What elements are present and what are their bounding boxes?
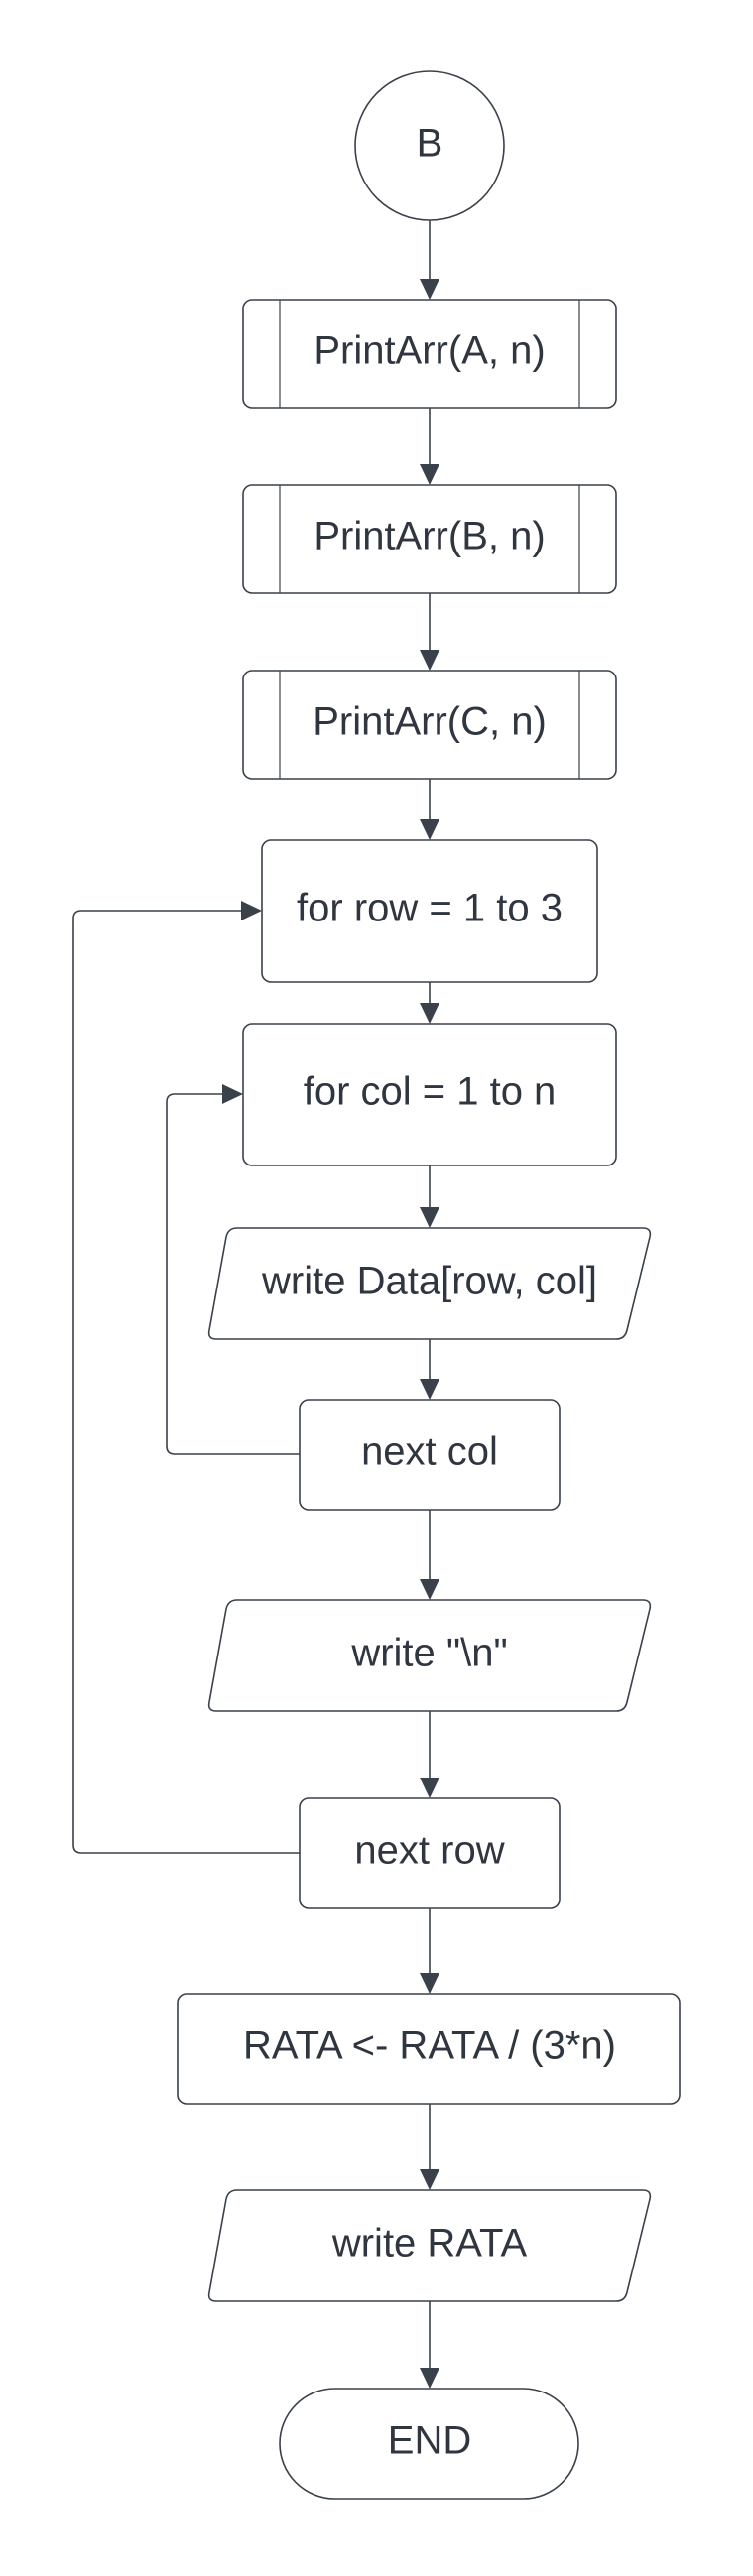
process-print-a-label: PrintArr(A, n) — [314, 329, 545, 373]
start-connector-label: B — [417, 122, 443, 166]
process-print-c: PrintArr(C, n) — [242, 670, 617, 780]
io-write-data-label: write Data[row, col] — [261, 1260, 597, 1303]
io-write-rata-label: write RATA — [331, 2222, 528, 2266]
process-next-col-label: next col — [361, 1430, 498, 1474]
edge-print-b-to-print-c — [420, 593, 439, 671]
io-write-newline-label: write "\n" — [350, 1632, 507, 1675]
edge-write-rata-to-end — [420, 2301, 439, 2389]
process-print-b-label: PrintArr(B, n) — [314, 515, 545, 558]
edge-print-c-to-for-row — [420, 779, 439, 840]
terminator-end: END — [279, 2388, 579, 2500]
edge-start-to-print-a — [420, 220, 439, 300]
edge-next-col-loop-back — [166, 1084, 300, 1455]
edge-write-data-to-next-col — [420, 1339, 439, 1400]
process-next-row-label: next row — [354, 1829, 504, 1873]
edge-next-row-loop-back — [72, 901, 300, 1854]
process-print-b: PrintArr(B, n) — [242, 484, 617, 594]
process-print-a: PrintArr(A, n) — [242, 299, 617, 409]
process-next-col: next col — [299, 1399, 561, 1511]
process-print-c-label: PrintArr(C, n) — [313, 700, 547, 744]
edge-write-newline-to-next-row — [420, 1711, 439, 1798]
edge-print-a-to-print-b — [420, 408, 439, 485]
io-write-newline: write "\n" — [207, 1599, 652, 1712]
loop-for-row-label: for row = 1 to 3 — [297, 887, 563, 930]
loop-for-col-label: for col = 1 to n — [304, 1070, 557, 1114]
edge-rata-to-write-rata — [420, 2104, 439, 2190]
loop-for-row: for row = 1 to 3 — [261, 839, 598, 983]
process-rata-assign: RATA <- RATA / (3*n) — [177, 1993, 681, 2105]
io-write-rata: write RATA — [207, 2189, 652, 2302]
terminator-end-label: END — [388, 2419, 471, 2463]
start-connector: B — [354, 70, 505, 221]
edge-for-row-to-for-col — [420, 982, 439, 1024]
edge-next-col-to-write-newline — [420, 1510, 439, 1600]
process-next-row: next row — [299, 1797, 561, 1909]
edge-next-row-to-rata — [420, 1908, 439, 1994]
loop-for-col: for col = 1 to n — [242, 1023, 617, 1166]
io-write-data: write Data[row, col] — [207, 1227, 652, 1340]
process-rata-assign-label: RATA <- RATA / (3*n) — [243, 2024, 616, 2068]
edge-for-col-to-write-data — [420, 1165, 439, 1228]
